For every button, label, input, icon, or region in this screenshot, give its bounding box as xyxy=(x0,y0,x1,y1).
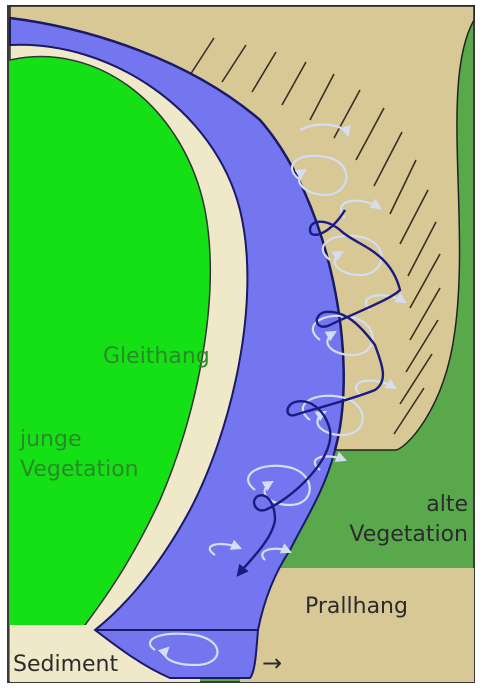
flow-direction-arrow: → xyxy=(262,648,282,678)
label-junge-vegetation: junge Vegetation xyxy=(20,425,139,485)
label-sediment: Sediment xyxy=(13,650,118,680)
label-junge-line1: junge xyxy=(20,425,139,455)
label-junge-line2: Vegetation xyxy=(20,455,139,485)
label-prallhang: Prallhang xyxy=(305,592,408,622)
label-alte-line1: alte xyxy=(290,490,468,520)
label-alte-line2: Vegetation xyxy=(290,520,468,550)
label-alte-vegetation: alte Vegetation xyxy=(290,490,468,550)
label-gleithang: Gleithang xyxy=(103,342,210,372)
